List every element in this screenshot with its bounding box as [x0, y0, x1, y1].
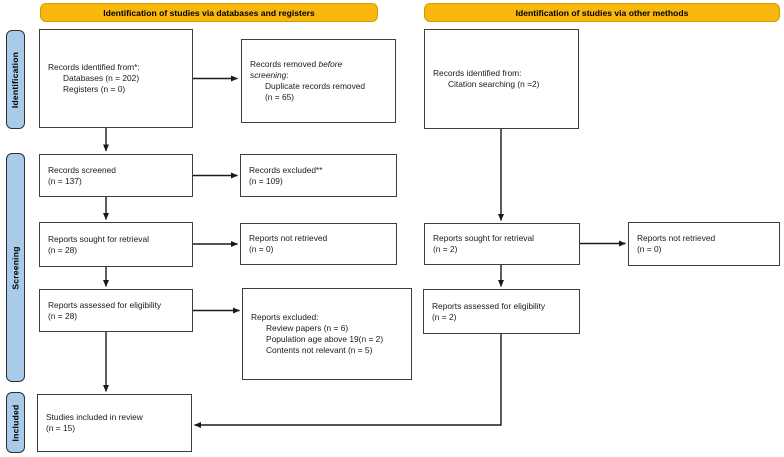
- box-line: Registers (n = 0): [63, 84, 126, 94]
- box-line: (n = 15): [46, 423, 76, 433]
- box-records-identified-other-methods: Records identified from: Citation search…: [424, 29, 579, 129]
- box-line: Records removed before: [250, 59, 391, 70]
- box-line: (n = 109): [249, 175, 283, 186]
- header-other-methods: Identification of studies via other meth…: [424, 3, 780, 22]
- box-line: (n = 0): [637, 244, 662, 254]
- box-records-removed: Records removed before screening: Duplic…: [241, 39, 396, 123]
- box-line: (n = 2): [433, 244, 458, 254]
- box-line: (n = 28): [48, 244, 78, 255]
- box-reports-sought-other-methods: Reports sought for retrieval (n = 2): [424, 223, 580, 265]
- box-records-identified: Records identified from*: Databases (n =…: [39, 29, 193, 128]
- box-line: Reports excluded:: [251, 312, 319, 322]
- box-line: (n = 65): [265, 92, 295, 102]
- box-line-text: :: [286, 70, 289, 80]
- box-line-italic: screening: [250, 70, 287, 80]
- box-line: (n = 2): [432, 311, 457, 322]
- box-line: Citation searching (n =2): [448, 79, 540, 89]
- sidebar-label-identification: Identification: [6, 30, 25, 129]
- box-line: Review papers (n = 6): [266, 323, 349, 333]
- box-studies-included: Studies included in review (n = 15): [37, 394, 192, 452]
- box-line: Duplicate records removed: [265, 81, 366, 91]
- box-line: Reports sought for retrieval: [48, 233, 150, 244]
- box-line: (n = 0): [249, 244, 274, 254]
- box-reports-not-retrieved-other-methods: Reports not retrieved (n = 0): [628, 222, 780, 266]
- box-line: Reports not retrieved: [637, 233, 716, 243]
- box-line-text: Records removed: [250, 59, 319, 69]
- box-line: Records excluded**: [249, 164, 323, 175]
- box-line: (n = 137): [48, 175, 82, 186]
- box-line: Reports not retrieved: [249, 233, 328, 243]
- sidebar-label-included-text: Included: [10, 404, 21, 441]
- box-line: Studies included in review: [46, 412, 143, 422]
- box-line: Reports sought for retrieval: [433, 233, 535, 243]
- box-line: Reports assessed for eligibility: [48, 299, 162, 310]
- box-line: (n = 28): [48, 310, 78, 321]
- box-reports-assessed-databases: Reports assessed for eligibility (n = 28…: [39, 289, 193, 332]
- box-line: screening:: [250, 70, 391, 81]
- sidebar-label-identification-text: Identification: [10, 51, 21, 108]
- box-records-screened: Records screened (n = 137): [39, 154, 193, 197]
- box-reports-sought-databases: Reports sought for retrieval (n = 28): [39, 222, 193, 267]
- sidebar-label-included: Included: [6, 392, 25, 453]
- box-line: Records identified from:: [433, 68, 522, 78]
- box-reports-not-retrieved-databases: Reports not retrieved (n = 0): [240, 223, 397, 265]
- sidebar-label-screening-text: Screening: [10, 245, 21, 290]
- box-line: Population age above 19(n = 2): [266, 334, 384, 344]
- box-line: Records screened: [48, 164, 116, 175]
- box-line: Contents not relevant (n = 5): [266, 345, 373, 355]
- box-reports-assessed-other-methods: Reports assessed for eligibility (n = 2): [423, 289, 580, 334]
- box-line-italic: before: [318, 59, 343, 69]
- box-records-excluded: Records excluded** (n = 109): [240, 154, 397, 197]
- box-reports-excluded: Reports excluded: Review papers (n = 6) …: [242, 288, 412, 380]
- header-databases-registers: Identification of studies via databases …: [40, 3, 378, 22]
- box-line: Reports assessed for eligibility: [432, 300, 546, 311]
- box-line: Databases (n = 202): [63, 73, 140, 83]
- sidebar-label-screening: Screening: [6, 153, 25, 382]
- box-line: Records identified from*:: [48, 62, 140, 72]
